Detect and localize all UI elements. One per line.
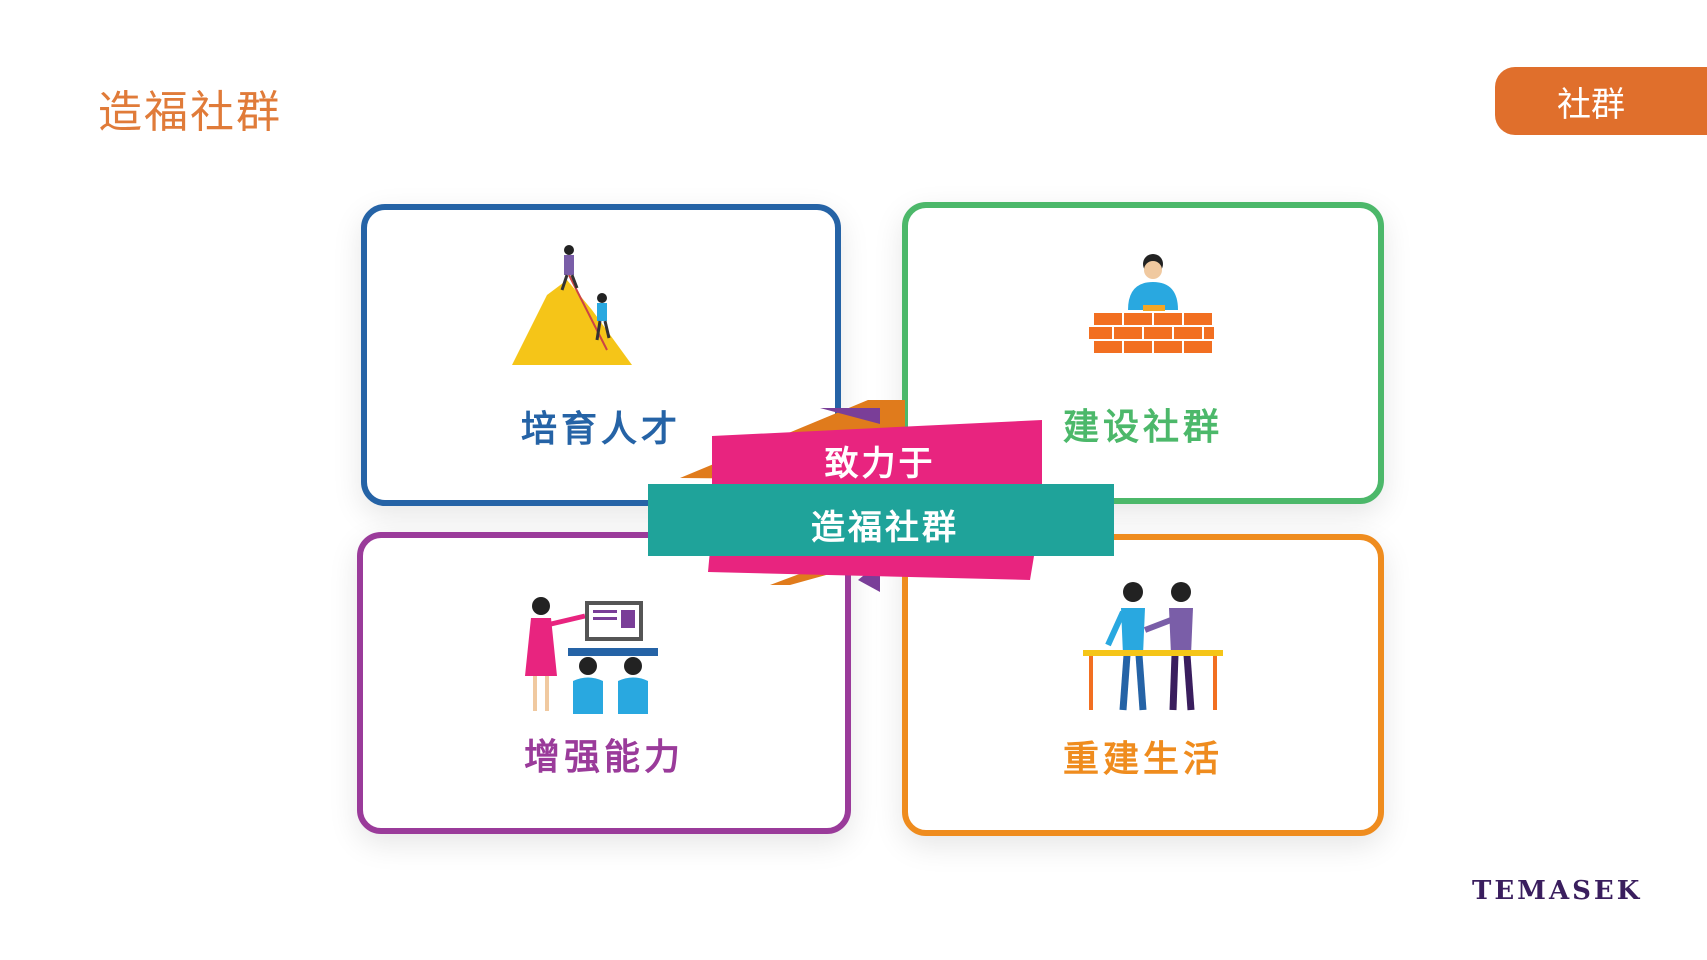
- card-label: 建设社群: [1062, 407, 1223, 448]
- section-tag: 社群: [1495, 67, 1707, 135]
- helping-people-icon: [1083, 582, 1223, 711]
- bricklayer-icon: [1088, 254, 1216, 355]
- card-nurture-talent: 培育人才: [361, 204, 841, 506]
- card-label: 培育人才: [520, 409, 681, 450]
- page-title: 造福社群: [98, 87, 282, 138]
- temasek-logo: TEMASEK: [1472, 876, 1643, 906]
- banner-main-text: 造福社群: [811, 508, 959, 548]
- mountain-climbers-icon: [512, 245, 632, 365]
- card-label: 重建生活: [1062, 739, 1223, 780]
- card-rebuild-lives: 重建生活: [902, 534, 1384, 836]
- teacher-classroom-icon: [525, 597, 658, 714]
- ribbon-banner: [648, 400, 1114, 592]
- banner-top-text: 致力于: [824, 444, 936, 484]
- card-label: 增强能力: [523, 737, 684, 778]
- card-empower: 增强能力: [357, 532, 851, 834]
